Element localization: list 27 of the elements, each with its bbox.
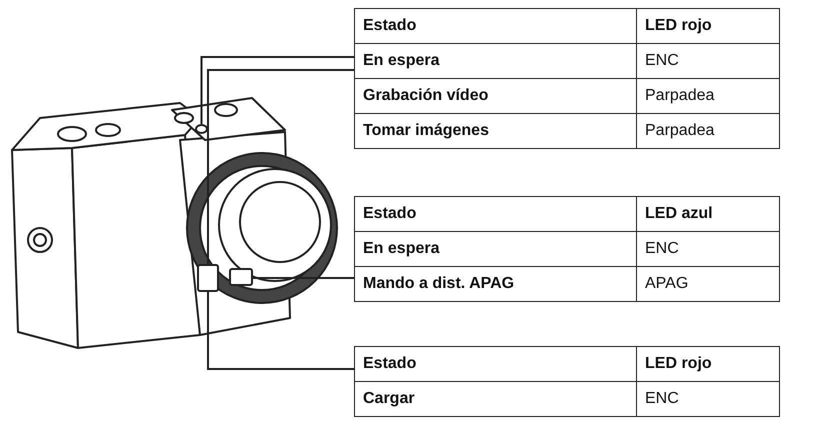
leader-line — [253, 277, 354, 279]
column-header: Estado — [354, 8, 636, 44]
led-status: Parpadea — [636, 114, 780, 148]
state-label: En espera — [354, 44, 636, 78]
state-label: Cargar — [354, 382, 636, 416]
led-status: Parpadea — [636, 78, 780, 114]
state-label: Grabación vídeo — [354, 78, 636, 114]
column-header: Estado — [354, 346, 636, 382]
column-header: LED azul — [636, 196, 780, 232]
state-label: Tomar imágenes — [354, 114, 636, 148]
status-table — [354, 8, 780, 149]
leader-line — [200, 56, 354, 124]
led-status: APAG — [636, 266, 780, 302]
leader-line — [207, 292, 354, 370]
led-status: ENC — [636, 44, 780, 78]
state-label: En espera — [354, 232, 636, 266]
column-header: Estado — [354, 196, 636, 232]
column-header: LED rojo — [636, 8, 780, 44]
led-window — [229, 268, 253, 286]
led-status: ENC — [636, 382, 780, 416]
column-header: LED rojo — [636, 346, 780, 382]
status-table — [354, 346, 780, 417]
led-status: ENC — [636, 232, 780, 266]
led-window — [197, 264, 219, 292]
leader-line — [207, 69, 354, 264]
status-table — [354, 196, 780, 302]
state-label: Mando a dist. APAG — [354, 266, 636, 302]
